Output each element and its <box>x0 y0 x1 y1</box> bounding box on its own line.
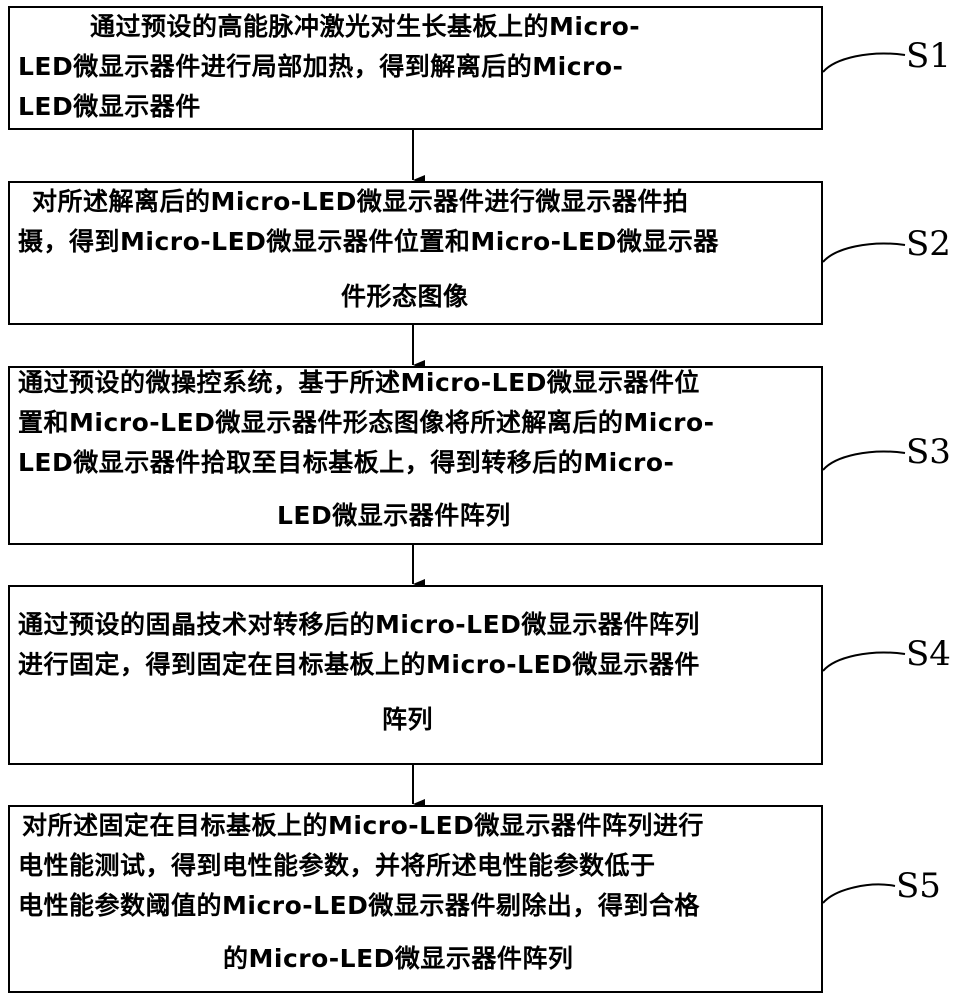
step-s3-line-3: LED微显示器件拾取至目标基板上，得到转移后的Micro- <box>18 448 675 477</box>
step-s5-line-4: 的Micro-LED微显示器件阵列 <box>223 944 574 973</box>
step-s5-line-1: 对所述固定在目标基板上的Micro-LED微显示器件阵列进行 <box>22 811 704 840</box>
label-leaders <box>822 52 906 904</box>
leader-s4 <box>822 651 906 672</box>
step-box-s4: 通过预设的固晶技术对转移后的Micro-LED微显示器件阵列 进行固定，得到固定… <box>8 585 823 765</box>
step-box-s3: 通过预设的微操控系统，基于所述Micro-LED微显示器件位 置和Micro-L… <box>8 366 823 545</box>
leader-s3 <box>822 450 906 471</box>
step-label-s3: S3 <box>906 432 951 472</box>
step-s1-line-1: 通过预设的高能脉冲激光对生长基板上的Micro- <box>90 12 641 41</box>
step-label-s4: S4 <box>906 634 951 674</box>
step-box-s1: 通过预设的高能脉冲激光对生长基板上的Micro- LED微显示器件进行局部加热，… <box>8 6 823 130</box>
step-s2-line-2: 摄，得到Micro-LED微显示器件位置和Micro-LED微显示器 <box>18 227 719 256</box>
step-s1-line-2: LED微显示器件进行局部加热，得到解离后的Micro- <box>18 52 624 81</box>
step-s2-line-1: 对所述解离后的Micro-LED微显示器件进行微显示器件拍 <box>32 187 689 216</box>
step-s4-line-2: 进行固定，得到固定在目标基板上的Micro-LED微显示器件 <box>18 650 700 679</box>
step-s5-line-3: 电性能参数阈值的Micro-LED微显示器件剔除出，得到合格 <box>18 891 700 920</box>
step-label-s5: S5 <box>896 866 941 906</box>
leader-s5 <box>822 883 896 904</box>
leader-s2 <box>822 242 906 263</box>
step-s3-line-4: LED微显示器件阵列 <box>277 501 511 530</box>
step-box-s2: 对所述解离后的Micro-LED微显示器件进行微显示器件拍 摄，得到Micro-… <box>8 181 823 325</box>
step-s2-line-3: 件形态图像 <box>341 282 469 311</box>
step-s4-line-3: 阵列 <box>382 705 434 734</box>
step-s4-line-1: 通过预设的固晶技术对转移后的Micro-LED微显示器件阵列 <box>18 610 700 639</box>
step-box-s5: 对所述固定在目标基板上的Micro-LED微显示器件阵列进行 电性能测试，得到电… <box>8 805 823 993</box>
step-s1-line-3: LED微显示器件 <box>18 92 201 121</box>
step-s3-line-2: 置和Micro-LED微显示器件形态图像将所述解离后的Micro- <box>18 408 715 437</box>
step-label-s2: S2 <box>906 224 951 264</box>
leader-s1 <box>822 52 906 73</box>
step-s3-line-1: 通过预设的微操控系统，基于所述Micro-LED微显示器件位 <box>18 368 700 397</box>
step-label-s1: S1 <box>906 36 951 76</box>
step-s5-line-2: 电性能测试，得到电性能参数，并将所述电性能参数低于 <box>18 851 656 880</box>
